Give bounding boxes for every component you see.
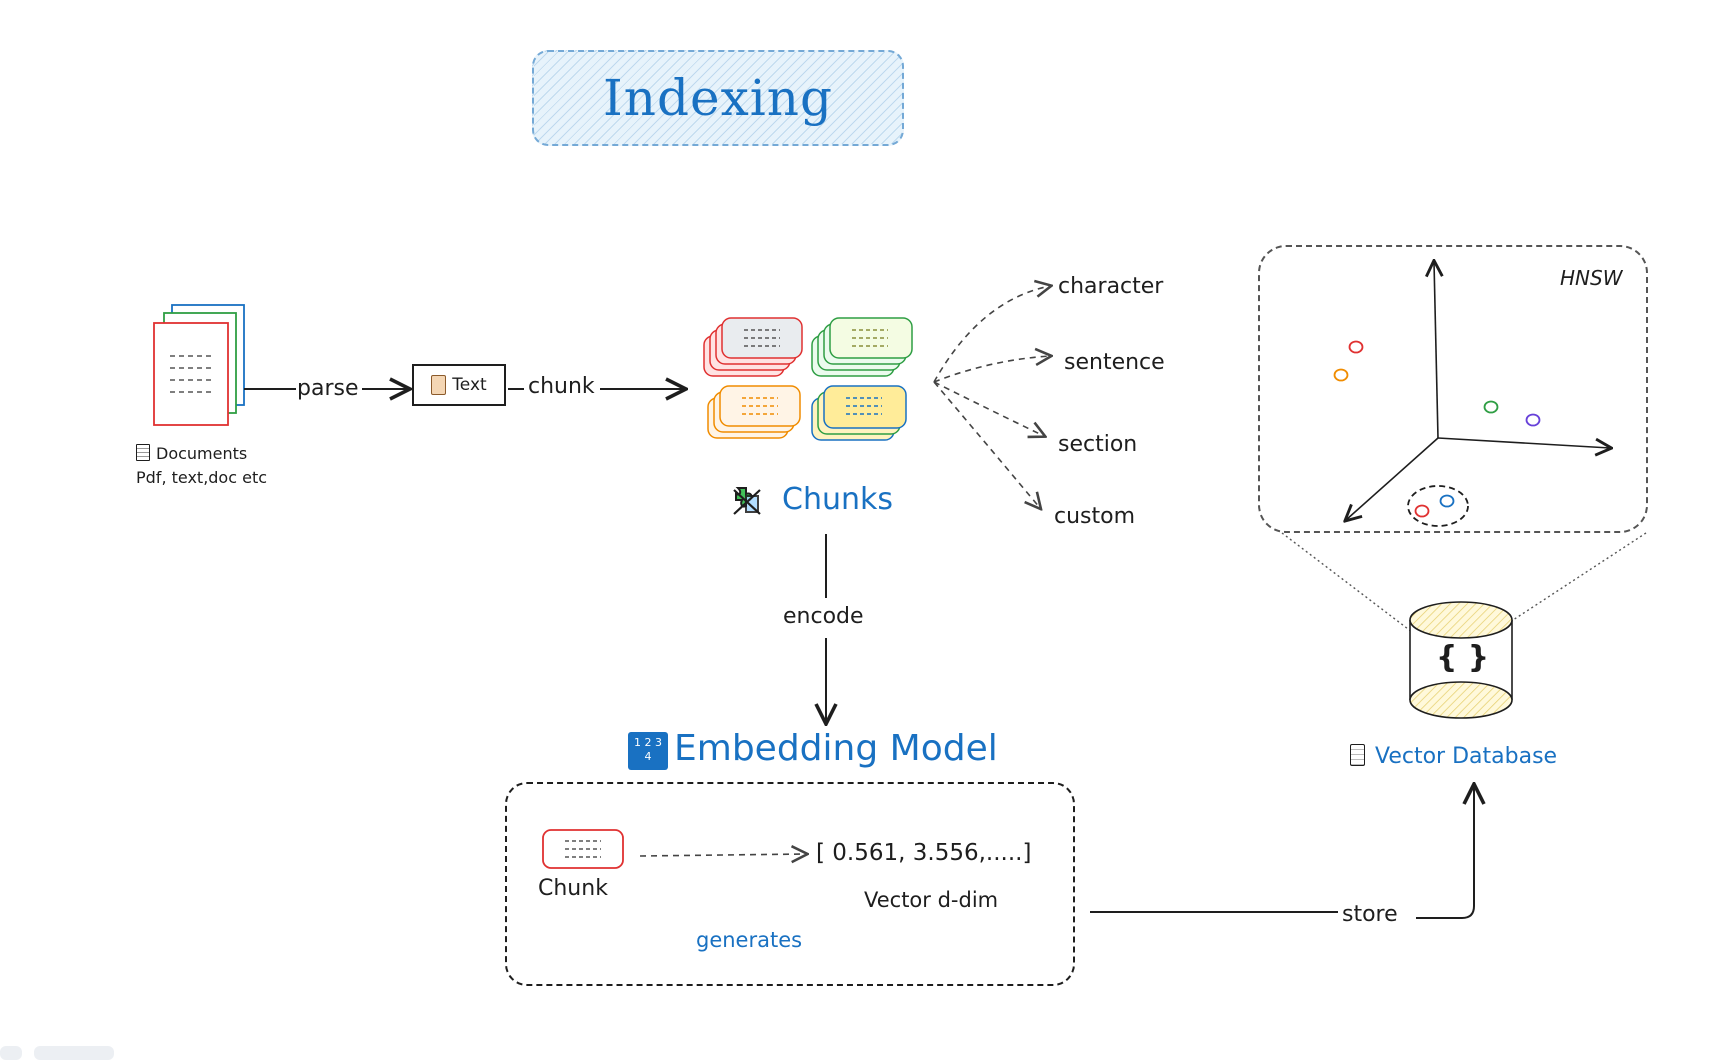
zoom-connector [1281,532,1647,633]
documents-stack-icon [153,304,245,426]
chunk-label: chunk [528,374,595,399]
vector-db-label-row: Vector Database [1350,744,1557,769]
bottom-tab [34,1046,114,1060]
chunk-stack-gray [703,317,803,377]
embedding-chunk-card [542,829,624,869]
store-edge [1090,786,1474,919]
vector-label: Vector d-dim [864,888,999,912]
embedding-chunk-label: Chunk [538,876,608,901]
database-icon [1350,744,1365,766]
title-text: Indexing [603,69,833,127]
generates-label: generates [696,928,803,952]
strategy-edges [933,286,1050,508]
generates-edge [639,854,806,856]
hnsw-points [1333,340,1541,527]
embedding-model-label: Embedding Model [674,728,998,769]
bottom-tab [0,1046,22,1060]
encode-label: encode [783,604,864,629]
numbers-icon-text: 1 2 3 4 [634,736,662,763]
hnsw-axes [1346,262,1610,520]
strategy-character: character [1058,274,1164,299]
chunk-stack-green [811,317,913,377]
documents-label-row: Documents [136,444,247,463]
text-node-label: Text [452,375,487,395]
scroll-icon [431,375,447,395]
strategy-section: section [1058,432,1138,457]
chunks-label: Chunks [782,482,893,517]
chunk-stack-yellow [811,385,907,441]
chunk-stack-orange [707,385,801,439]
strategy-sentence: sentence [1064,350,1165,375]
database-cylinder [1409,601,1513,719]
vector-text: [ 0.561, 3.556,.....] [816,840,1032,866]
documents-label: Documents [156,444,248,463]
embedding-model-frame [505,782,1075,986]
numbers-icon [628,732,668,770]
hnsw-frame [1258,245,1648,533]
documents-sublabel: Pdf, text,doc etc [136,468,268,487]
diagram-title: Indexing [532,50,904,146]
store-label: store [1342,902,1398,927]
hnsw-label: HNSW [1560,266,1623,290]
strategy-custom: custom [1054,504,1136,529]
vector-db-label: Vector Database [1375,744,1558,769]
parse-label: parse [297,376,359,401]
document-icon [136,444,150,461]
database-glyph: { } [1436,640,1490,675]
text-node: Text [412,364,506,406]
puzzle-icon [733,487,761,515]
